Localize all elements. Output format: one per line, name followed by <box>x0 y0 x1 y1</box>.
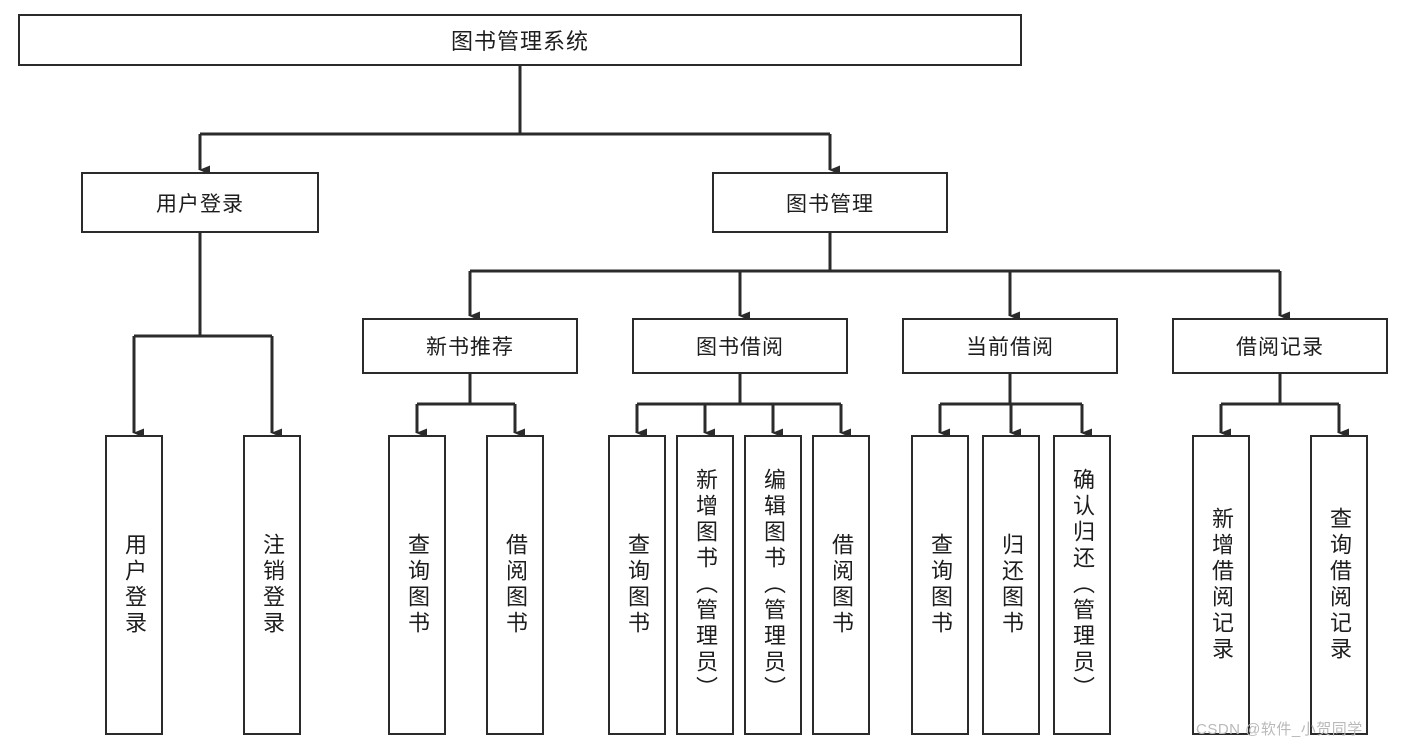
node-leaf-user-login[interactable]: 用户登录 <box>105 435 163 735</box>
node-label: 归还图书 <box>999 533 1024 637</box>
node-label: 借阅图书 <box>829 533 854 637</box>
node-label: 注销登录 <box>260 533 285 637</box>
watermark-credit: CSDN @软件_小贺同学 <box>1196 721 1363 738</box>
node-book-borrow[interactable]: 图书借阅 <box>632 318 848 374</box>
node-label: 查询图书 <box>928 533 953 637</box>
node-leaf-edit-book[interactable]: 编辑图书（管理员） <box>744 435 802 735</box>
node-label: 用户登录 <box>156 192 244 216</box>
node-book-manage[interactable]: 图书管理 <box>712 172 948 233</box>
node-label: 借阅记录 <box>1236 336 1324 359</box>
node-new-book-rec[interactable]: 新书推荐 <box>362 318 578 374</box>
node-label: 图书借阅 <box>696 336 784 359</box>
node-current-borrow[interactable]: 当前借阅 <box>902 318 1118 374</box>
node-label: 确认归还（管理员） <box>1070 468 1095 702</box>
node-leaf-confirm-return[interactable]: 确认归还（管理员） <box>1053 435 1111 735</box>
node-label: 当前借阅 <box>966 336 1054 359</box>
node-label: 新增借阅记录 <box>1209 507 1234 663</box>
node-label: 图书管理 <box>786 192 874 216</box>
node-borrow-record[interactable]: 借阅记录 <box>1172 318 1388 374</box>
node-label: 用户登录 <box>122 533 147 637</box>
node-label: 查询图书 <box>625 533 650 637</box>
node-leaf-query-book-1[interactable]: 查询图书 <box>388 435 446 735</box>
node-leaf-borrow-book-1[interactable]: 借阅图书 <box>486 435 544 735</box>
node-label: 查询借阅记录 <box>1327 507 1352 663</box>
edge-paths <box>132 66 1349 438</box>
node-label: 新书推荐 <box>426 336 514 359</box>
node-leaf-query-record[interactable]: 查询借阅记录 <box>1310 435 1368 735</box>
node-label: 查询图书 <box>405 533 430 637</box>
node-leaf-return-book[interactable]: 归还图书 <box>982 435 1040 735</box>
node-leaf-add-record[interactable]: 新增借阅记录 <box>1192 435 1250 735</box>
node-label: 编辑图书（管理员） <box>761 468 786 702</box>
node-user-login[interactable]: 用户登录 <box>81 172 319 233</box>
node-leaf-borrow-book-2[interactable]: 借阅图书 <box>812 435 870 735</box>
node-label: 图书管理系统 <box>450 29 589 54</box>
node-leaf-add-book[interactable]: 新增图书（管理员） <box>676 435 734 735</box>
node-label: 新增图书（管理员） <box>693 468 718 702</box>
node-leaf-query-book-2[interactable]: 查询图书 <box>608 435 666 735</box>
node-root[interactable]: 图书管理系统 <box>18 14 1022 66</box>
node-label: 借阅图书 <box>503 533 528 637</box>
node-leaf-logout[interactable]: 注销登录 <box>243 435 301 735</box>
node-leaf-query-book-3[interactable]: 查询图书 <box>911 435 969 735</box>
